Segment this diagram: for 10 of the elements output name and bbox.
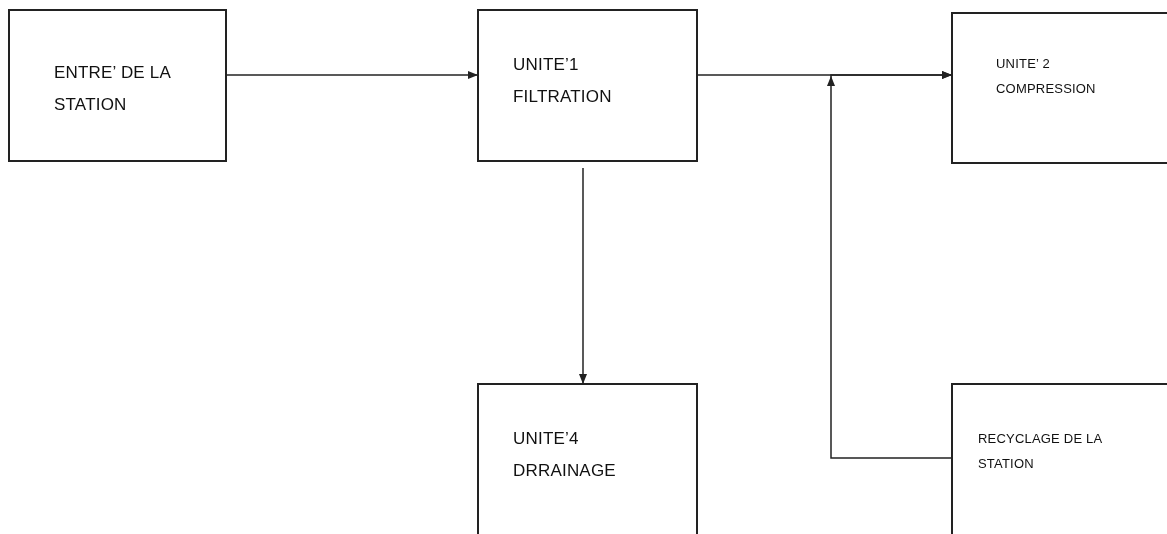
- box-label: UNITE’ 2 COMPRESSION: [996, 55, 1097, 98]
- process-box: [477, 9, 698, 162]
- box-label: UNITE’1 FILTRATION: [513, 54, 613, 109]
- process-box: [8, 9, 227, 162]
- box-label: UNITE’4 DRRAINAGE: [513, 428, 617, 483]
- process-box: [951, 383, 1167, 534]
- process-box: [951, 12, 1167, 164]
- process-box: [477, 383, 698, 534]
- box-label: ENTRE’ DE LA STATION: [54, 62, 172, 117]
- box-label: RECYCLAGE DE LA STATION: [978, 430, 1103, 473]
